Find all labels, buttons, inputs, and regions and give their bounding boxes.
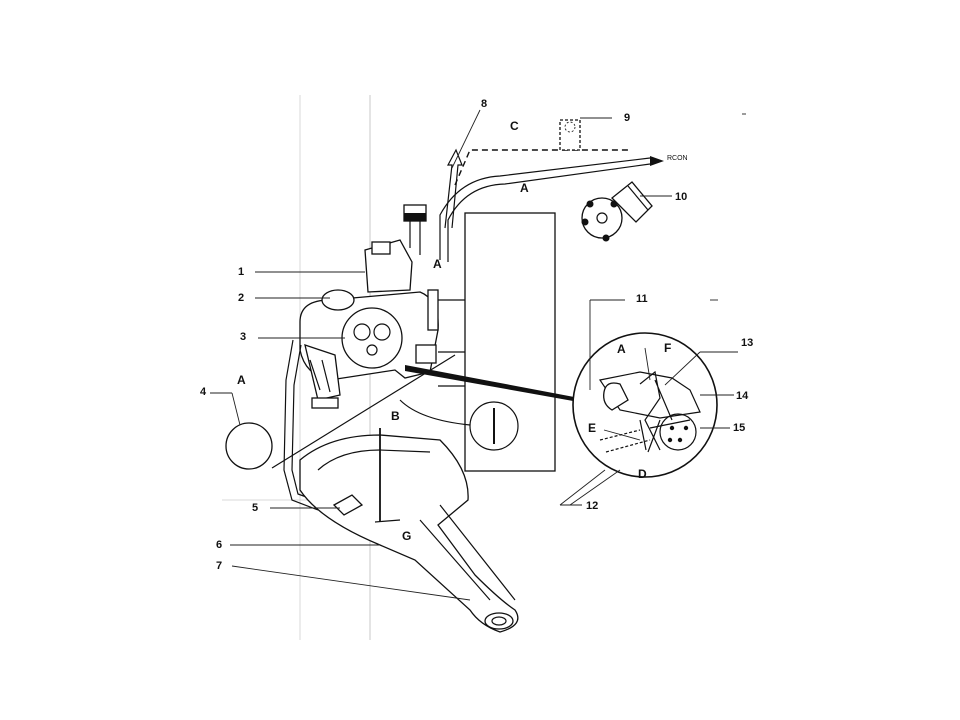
label-b: B xyxy=(391,409,400,423)
label-d: D xyxy=(638,467,647,481)
label-f: F xyxy=(664,341,671,355)
vapor-line-c xyxy=(454,119,630,186)
purge-valve-10 xyxy=(581,181,672,242)
callout-12: 12 xyxy=(586,500,598,512)
callout-4: 4 xyxy=(200,386,207,398)
label-a-pipe-top: A xyxy=(520,181,529,195)
stray-marks xyxy=(710,113,746,301)
throttle-assembly xyxy=(299,204,465,409)
callout-11: 11 xyxy=(636,293,648,305)
callout-1: 1 xyxy=(238,266,244,278)
detail-inset xyxy=(572,332,718,478)
flow-label-rcon: RCON xyxy=(667,155,688,162)
callout-5: 5 xyxy=(252,502,258,514)
callout-8: 8 xyxy=(481,98,487,110)
canister-4 xyxy=(225,422,273,470)
callout-13: 13 xyxy=(741,337,753,349)
label-a-detail: A xyxy=(617,342,626,356)
callout-7: 7 xyxy=(216,560,222,572)
label-e: E xyxy=(588,421,596,435)
vent-pipe-8 xyxy=(444,109,481,229)
callout-10: 10 xyxy=(675,191,687,203)
detail-pointer xyxy=(405,365,590,404)
pipe-a-top xyxy=(439,156,664,262)
tank-block xyxy=(464,212,556,472)
callout-2: 2 xyxy=(238,292,244,304)
label-c: C xyxy=(510,119,519,133)
letter-labels: A A A A B C D E F G xyxy=(237,119,671,543)
callout-14: 14 xyxy=(736,390,749,402)
callout-3: 3 xyxy=(240,331,246,343)
callout-6: 6 xyxy=(216,539,222,551)
filler-tube xyxy=(299,428,519,633)
number-callouts: 1 2 3 4 5 6 7 8 9 10 11 12 13 14 15 xyxy=(200,98,753,572)
callout-9: 9 xyxy=(624,112,630,124)
label-a-pipe-left: A xyxy=(237,373,246,387)
label-g: G xyxy=(402,529,411,543)
label-a-pipe-mid: A xyxy=(433,257,442,271)
callout-15: 15 xyxy=(733,422,745,434)
leader-lines xyxy=(210,117,738,601)
